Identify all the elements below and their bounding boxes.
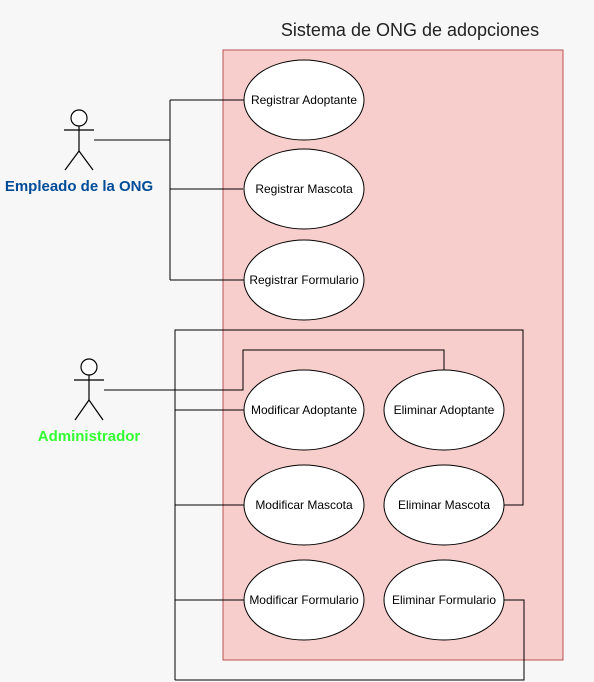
use-case-registrar-mascota[interactable]: Registrar Mascota bbox=[243, 148, 365, 230]
employee-actor-label: Empleado de la ONG bbox=[5, 178, 153, 195]
use-case-registrar-adoptante[interactable]: Registrar Adoptante bbox=[243, 59, 365, 141]
admin-connectors bbox=[104, 329, 525, 681]
connector-eliminar-mascota bbox=[174, 329, 524, 506]
employee-connectors bbox=[94, 99, 245, 281]
use-case-label: Registrar Mascota bbox=[255, 182, 353, 196]
use-case-label: Eliminar Mascota bbox=[398, 498, 490, 512]
use-case-modificar-adoptante[interactable]: Modificar Adoptante bbox=[243, 369, 365, 451]
use-case-registrar-formulario[interactable]: Registrar Formulario bbox=[243, 239, 365, 321]
use-case-eliminar-formulario[interactable]: Eliminar Formulario bbox=[383, 559, 505, 641]
use-case-label: Modificar Formulario bbox=[249, 593, 359, 607]
use-case-label: Eliminar Adoptante bbox=[394, 403, 495, 417]
employee-actor-icon bbox=[64, 109, 94, 171]
use-case-modificar-formulario[interactable]: Modificar Formulario bbox=[243, 559, 365, 641]
use-case-eliminar-adoptante[interactable]: Eliminar Adoptante bbox=[383, 369, 505, 451]
use-case-label: Modificar Adoptante bbox=[251, 403, 357, 417]
use-case-label: Modificar Mascota bbox=[255, 498, 353, 512]
use-case-label: Eliminar Formulario bbox=[392, 593, 496, 607]
use-case-modificar-mascota[interactable]: Modificar Mascota bbox=[243, 464, 365, 546]
system-boundary bbox=[222, 49, 564, 661]
use-case-label: Registrar Formulario bbox=[249, 273, 359, 287]
connector-eliminar-adoptante bbox=[104, 349, 445, 391]
use-case-label: Registrar Adoptante bbox=[251, 93, 357, 107]
admin-actor-icon bbox=[74, 358, 104, 421]
use-case-eliminar-mascota[interactable]: Eliminar Mascota bbox=[383, 464, 505, 546]
admin-actor-label: Administrador bbox=[38, 428, 141, 445]
connector-eliminar-formulario bbox=[175, 599, 525, 681]
system-title: Sistema de ONG de adopciones bbox=[281, 20, 539, 40]
